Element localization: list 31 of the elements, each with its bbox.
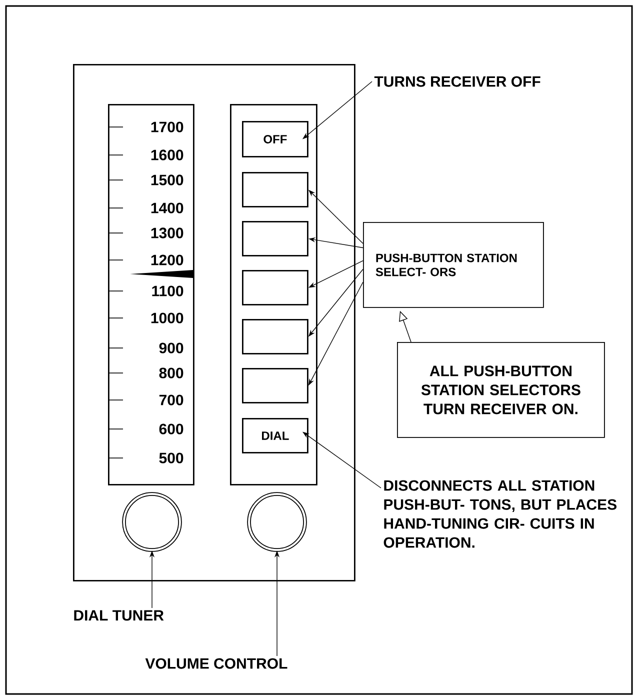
callout-text: TURNS RECEIVER OFF <box>374 76 540 87</box>
callout-text: DISCONNECTS ALL STATION PUSH-BUT- TONS, BUT PLACES HAND-TUNING CIR- CUITS IN OPERATION. <box>384 480 616 548</box>
dial-scale <box>108 104 194 486</box>
callout-text: DIAL TUNER <box>74 610 164 621</box>
callout-box: PUSH-BUTTON STATION SELECT- ORS <box>363 222 544 308</box>
scale-number: 1100 <box>152 286 184 296</box>
push-button: OFF <box>242 121 308 158</box>
scale-number: 900 <box>159 342 184 354</box>
scale-number: 1000 <box>151 312 184 324</box>
scale-number: 1300 <box>151 228 184 238</box>
scale-number: 700 <box>159 394 184 406</box>
scale-number: 1400 <box>151 202 184 214</box>
push-button <box>242 172 308 208</box>
scale-number: 1200 <box>151 254 184 266</box>
scale-number: 1700 <box>151 122 184 132</box>
push-button <box>242 221 308 256</box>
push-button <box>242 319 308 354</box>
scale-number: 600 <box>159 424 184 434</box>
push-button <box>242 270 308 306</box>
push-button <box>242 368 308 404</box>
scale-number: 1500 <box>151 174 184 186</box>
knob <box>122 492 182 552</box>
knob <box>247 492 307 552</box>
scale-number: 800 <box>159 368 184 378</box>
button-panel <box>230 104 318 486</box>
callout-text: VOLUME CONTROL <box>145 658 288 669</box>
scale-number: 1600 <box>151 150 184 160</box>
radio-panel <box>73 64 356 582</box>
callout-box: ALL PUSH-BUTTON STATION SELECTORS TURN RECEIVER ON. <box>397 342 605 438</box>
push-button: DIAL <box>242 418 308 454</box>
scale-number: 500 <box>159 452 184 464</box>
